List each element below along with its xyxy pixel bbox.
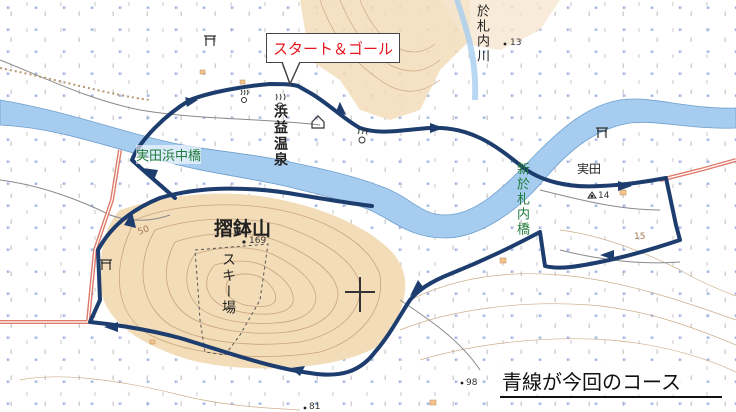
ski-area-outline bbox=[194, 243, 269, 356]
start-goal-callout: スタート＆ゴール bbox=[266, 33, 400, 63]
place-jitta-label: 実田 bbox=[577, 162, 602, 176]
river bbox=[0, 98, 736, 239]
mountain-label: 摺鉢山 bbox=[214, 218, 272, 240]
contour-15-label: 15 bbox=[634, 232, 646, 242]
ski-area-label: スキー場 bbox=[220, 252, 236, 316]
elevation-81: 81 bbox=[309, 402, 321, 412]
caption-underline bbox=[500, 396, 722, 398]
elevation-98: 98 bbox=[466, 378, 478, 388]
map-symbols bbox=[100, 35, 608, 312]
route-arrows bbox=[104, 97, 632, 376]
onsen-symbols bbox=[240, 89, 368, 144]
bridge-jitta-hamanaka-label: 実田浜中橋 bbox=[136, 145, 202, 164]
elevation-points bbox=[242, 42, 594, 410]
stream-top bbox=[454, 0, 479, 100]
bridge-shin-oshirarinai-label: 新於札内橋 bbox=[514, 162, 529, 237]
triangulation-point bbox=[587, 191, 597, 199]
buildings bbox=[149, 69, 627, 406]
start-goal-text: スタート＆ゴール bbox=[272, 39, 393, 58]
river-label: 於札内川 bbox=[474, 4, 489, 64]
onsen-label: 浜益温泉 bbox=[272, 104, 288, 168]
elevation-13: 13 bbox=[510, 38, 522, 48]
mountain-terrain bbox=[100, 193, 406, 369]
course-caption: 青線が今回のコース bbox=[498, 366, 685, 395]
elevation-14: 14 bbox=[598, 191, 610, 201]
terrain-contours bbox=[19, 0, 736, 411]
elevation-169: 169 bbox=[249, 236, 267, 246]
rail-line bbox=[0, 67, 151, 101]
